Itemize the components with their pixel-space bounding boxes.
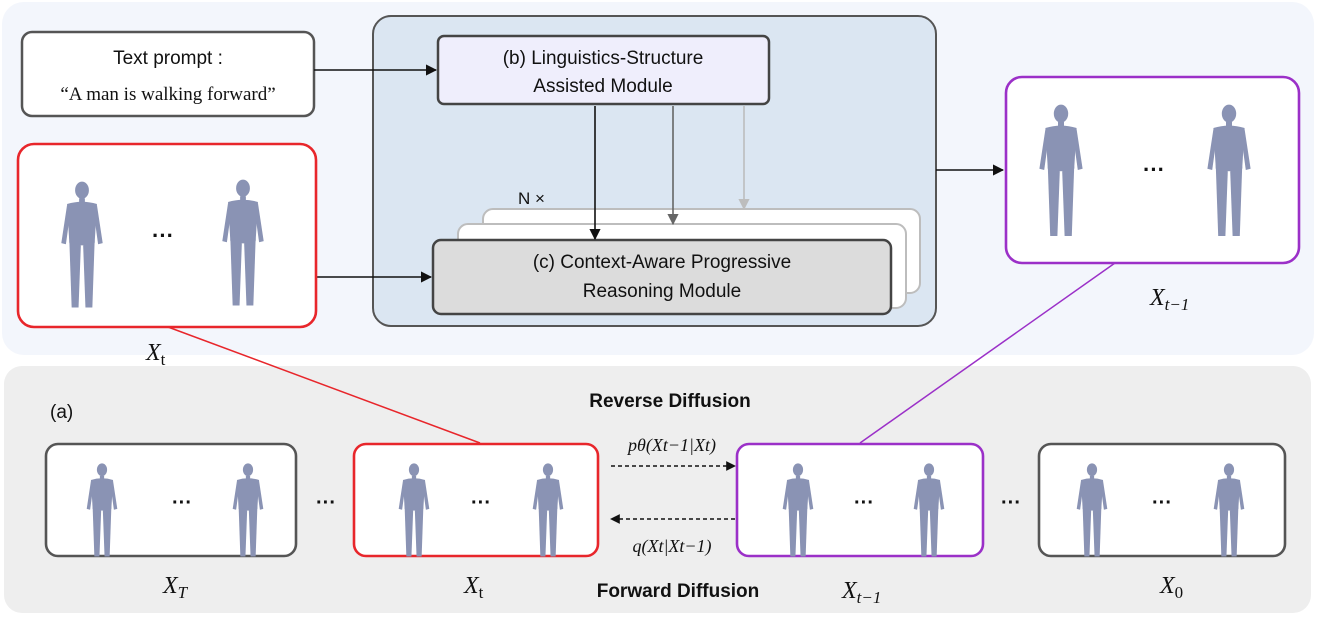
top-xt-label: Xt [145, 340, 166, 369]
ellipsis: ··· [471, 492, 491, 514]
text-prompt-title: Text prompt : [113, 48, 223, 69]
ellipsis: ··· [172, 492, 192, 514]
module-c-line2: Reasoning Module [583, 281, 741, 302]
ellipsis: ··· [854, 492, 874, 514]
module-b-line1: (b) Linguistics-Structure [503, 48, 704, 69]
panel-a-label: (a) [50, 402, 73, 423]
reverse-diffusion-formula: pθ(Xt−1|Xt) [626, 435, 716, 456]
context-aware-reasoning-module [431, 238, 893, 316]
reverse-diffusion-title: Reverse Diffusion [589, 391, 751, 412]
linguistics-structure-module [436, 34, 771, 106]
connector-xt-minus-1-purple [859, 262, 1116, 444]
bottom-xT-label: XT [162, 573, 189, 602]
bottom-panel [4, 366, 1311, 613]
ellipsis: ··· [316, 492, 336, 514]
ellipsis: ··· [152, 223, 174, 248]
connector-xt-red [167, 326, 481, 444]
top-xt-minus-1-label: Xt−1 [1149, 285, 1189, 314]
bottom-xt-label: Xt [463, 573, 484, 602]
module-c-line1: (c) Context-Aware Progressive [533, 252, 791, 273]
n-times-label: N × [518, 189, 545, 208]
text-prompt-box [20, 30, 316, 118]
ellipsis: ··· [1152, 492, 1172, 514]
module-b-line2: Assisted Module [533, 76, 672, 97]
bottom-x0-label: X0 [1159, 573, 1183, 602]
forward-diffusion-formula: q(Xt|Xt−1) [632, 536, 711, 557]
text-prompt-quote: “A man is walking forward” [60, 84, 275, 105]
bottom-xT-motion-box [44, 442, 298, 558]
ellipsis: ··· [1001, 492, 1021, 514]
bottom-xt-minus-1-label: Xt−1 [841, 578, 881, 607]
ellipsis: ··· [1143, 157, 1165, 182]
forward-diffusion-title: Forward Diffusion [597, 581, 760, 602]
